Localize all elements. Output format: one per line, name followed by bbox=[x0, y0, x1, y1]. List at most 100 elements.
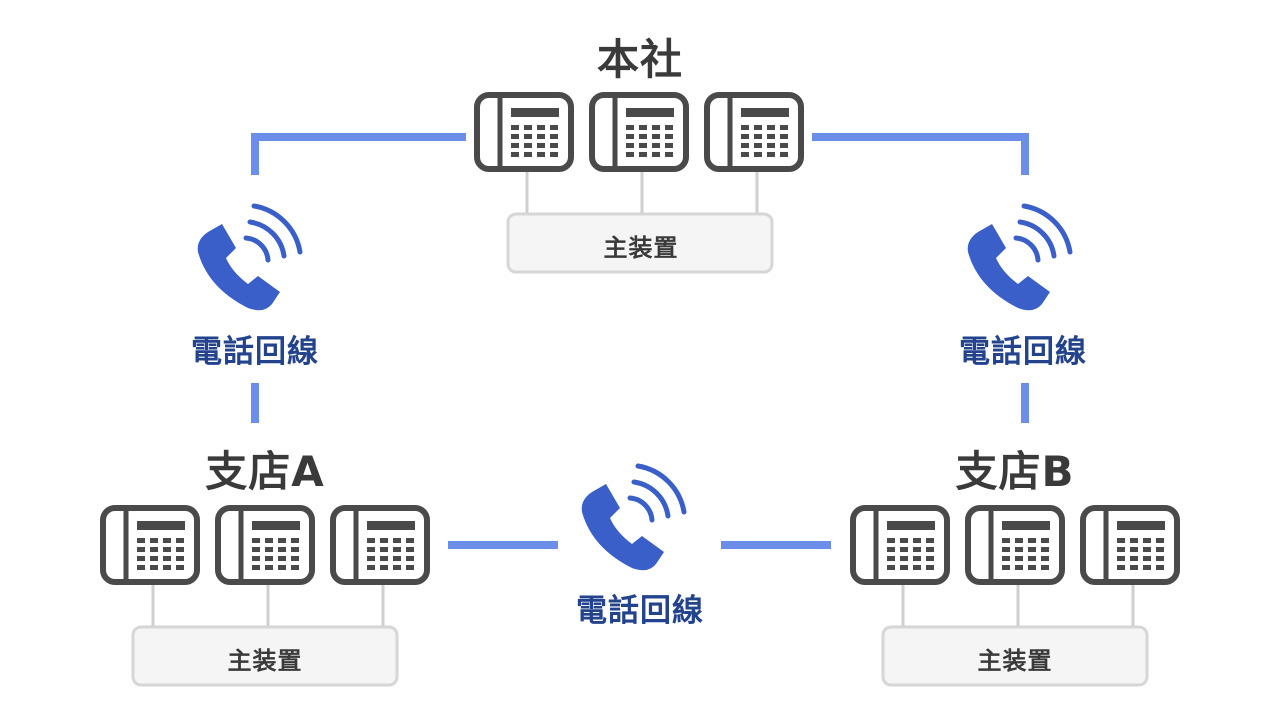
phone-key bbox=[252, 538, 260, 543]
phone-key bbox=[1156, 565, 1164, 570]
phone-key bbox=[780, 125, 788, 130]
phone-key bbox=[150, 547, 158, 552]
phone-key bbox=[1041, 556, 1049, 561]
phone-display bbox=[252, 521, 300, 530]
phone-key bbox=[754, 134, 762, 139]
network-lines bbox=[251, 133, 1029, 549]
phone-key bbox=[524, 143, 532, 148]
desk-phone-b-1 bbox=[850, 505, 950, 585]
phone-key bbox=[163, 556, 171, 561]
phone-key bbox=[639, 125, 647, 130]
phone-body bbox=[704, 92, 804, 172]
site-title-hq: 本社 bbox=[596, 35, 683, 84]
phone-key bbox=[900, 556, 908, 561]
phone-key bbox=[665, 134, 673, 139]
phone-key bbox=[137, 556, 145, 561]
phone-key bbox=[150, 556, 158, 561]
phone-key bbox=[550, 134, 558, 139]
phone-key bbox=[537, 134, 545, 139]
phone-key bbox=[1130, 565, 1138, 570]
phone-key bbox=[1117, 538, 1125, 543]
phone-key bbox=[652, 152, 660, 157]
site-title-branch-a: 支店A bbox=[205, 447, 325, 496]
desk-phone-a-2 bbox=[215, 505, 315, 585]
line-label-hq-a: 電話回線 bbox=[191, 334, 319, 370]
phone-key bbox=[1015, 565, 1023, 570]
phone-key bbox=[550, 143, 558, 148]
phone-key bbox=[626, 143, 634, 148]
phone-body bbox=[589, 92, 689, 172]
phone-key bbox=[926, 565, 934, 570]
phone-key bbox=[767, 134, 775, 139]
phone-key bbox=[1130, 556, 1138, 561]
phone-key bbox=[265, 556, 273, 561]
phone-key bbox=[913, 538, 921, 543]
phone-key bbox=[1028, 565, 1036, 570]
phone-key bbox=[913, 556, 921, 561]
phone-key bbox=[265, 538, 273, 543]
phone-key bbox=[754, 152, 762, 157]
phone-key bbox=[524, 152, 532, 157]
phone-key bbox=[367, 538, 375, 543]
phone-key bbox=[1130, 538, 1138, 543]
phone-key bbox=[278, 565, 286, 570]
phone-key bbox=[176, 547, 184, 552]
phone-key bbox=[1156, 538, 1164, 543]
phone-key bbox=[626, 152, 634, 157]
phone-key bbox=[900, 565, 908, 570]
phone-key bbox=[537, 125, 545, 130]
phone-key bbox=[1143, 556, 1151, 561]
phone-body bbox=[100, 505, 200, 585]
desk-phone-b-2 bbox=[965, 505, 1065, 585]
phone-display bbox=[1002, 521, 1050, 530]
phone-ringing-icon bbox=[581, 463, 687, 571]
desk-phone-hq-3 bbox=[704, 92, 804, 172]
phone-key bbox=[511, 143, 519, 148]
phone-key bbox=[639, 143, 647, 148]
phone-key bbox=[652, 125, 660, 130]
phone-key bbox=[137, 565, 145, 570]
phone-key bbox=[265, 547, 273, 552]
phone-key bbox=[754, 143, 762, 148]
phone-key bbox=[1028, 538, 1036, 543]
phone-key bbox=[537, 143, 545, 148]
signal-wave-1 bbox=[627, 495, 655, 523]
phone-key bbox=[163, 565, 171, 570]
phone-key bbox=[926, 556, 934, 561]
phone-key bbox=[550, 125, 558, 130]
line-hq-to-a-top bbox=[251, 133, 466, 175]
line-label-a-b: 電話回線 bbox=[576, 593, 704, 629]
desk-phone-hq-1 bbox=[474, 92, 574, 172]
main-unit-label-branch-b: 主装置 bbox=[977, 647, 1053, 675]
phone-key bbox=[1130, 547, 1138, 552]
line-hq-to-b-top bbox=[812, 133, 1029, 175]
phone-key bbox=[1143, 565, 1151, 570]
phone-key bbox=[524, 134, 532, 139]
phone-key bbox=[406, 556, 414, 561]
main-unit-label-hq: 主装置 bbox=[603, 234, 679, 262]
phone-key bbox=[380, 547, 388, 552]
phone-key bbox=[926, 547, 934, 552]
phone-body bbox=[965, 505, 1065, 585]
phone-key bbox=[550, 152, 558, 157]
phone-key bbox=[780, 152, 788, 157]
phone-key bbox=[278, 547, 286, 552]
phone-key bbox=[367, 547, 375, 552]
desk-phone-hq-2 bbox=[589, 92, 689, 172]
phone-key bbox=[537, 152, 545, 157]
handset-shape bbox=[197, 224, 280, 311]
phone-key bbox=[150, 538, 158, 543]
phone-key bbox=[626, 125, 634, 130]
phone-key bbox=[754, 125, 762, 130]
phone-ringing-icon bbox=[967, 203, 1073, 311]
phone-key bbox=[524, 125, 532, 130]
phone-key bbox=[665, 152, 673, 157]
phone-key bbox=[1015, 547, 1023, 552]
phone-key bbox=[1015, 538, 1023, 543]
signal-wave-3 bbox=[1021, 203, 1073, 255]
phone-key bbox=[393, 538, 401, 543]
phone-key bbox=[176, 556, 184, 561]
phone-key bbox=[291, 547, 299, 552]
phone-key bbox=[639, 152, 647, 157]
